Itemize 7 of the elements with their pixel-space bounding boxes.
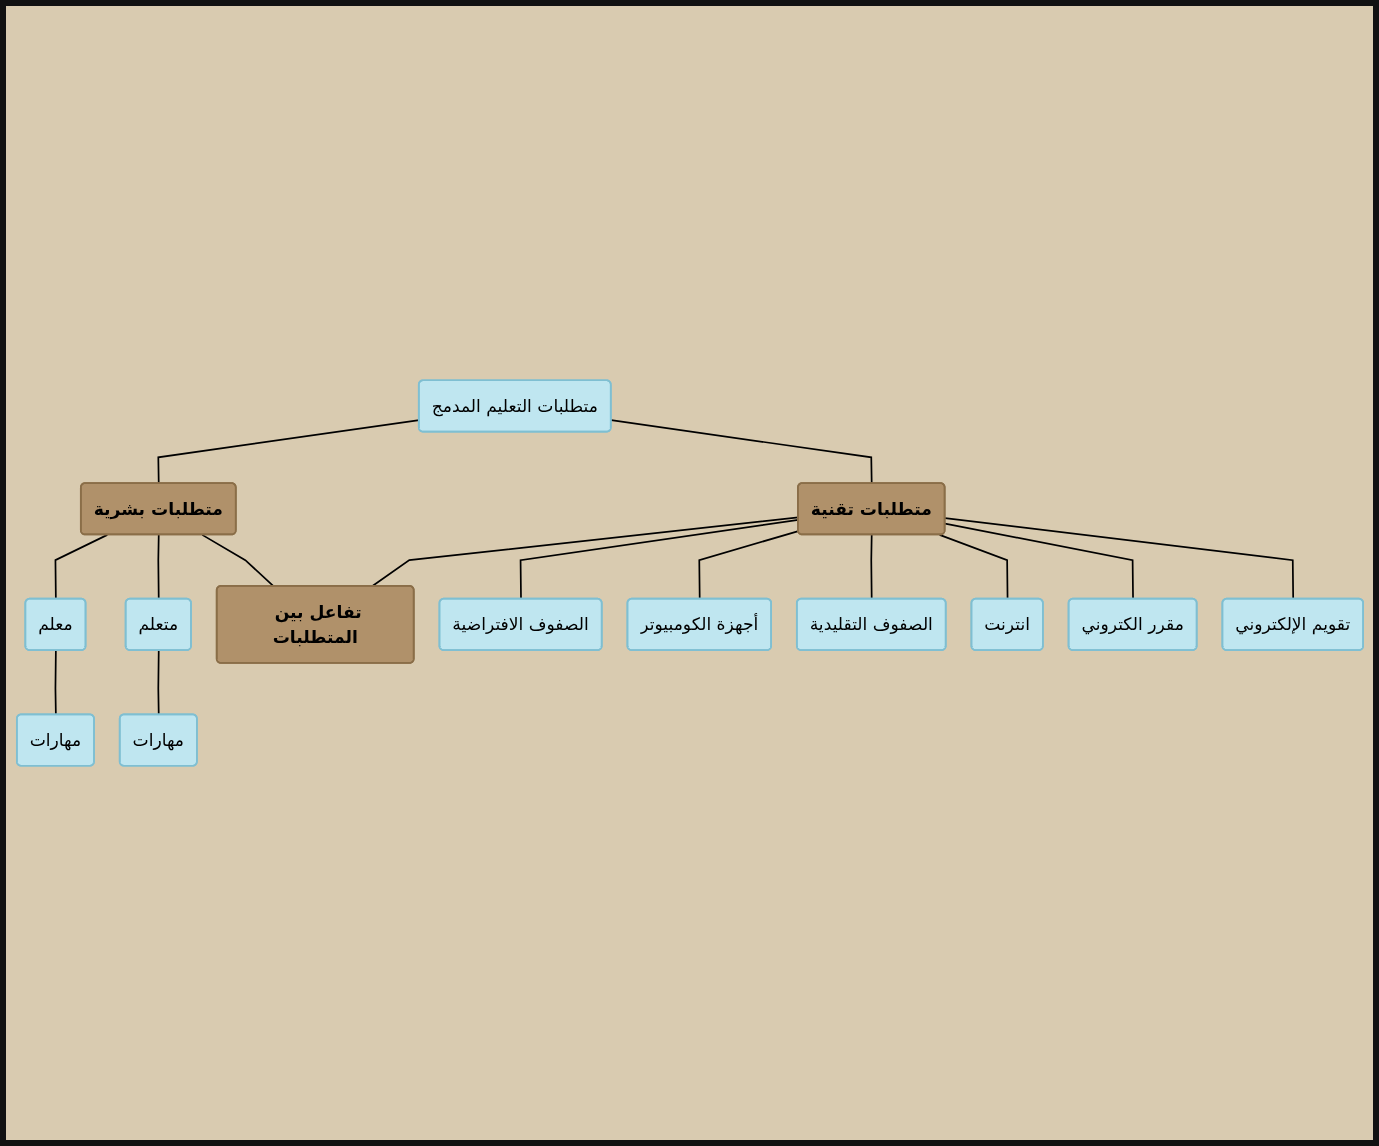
connector bbox=[519, 519, 799, 600]
connector bbox=[869, 534, 873, 600]
connector bbox=[156, 534, 160, 600]
connector bbox=[938, 534, 1008, 600]
connector bbox=[54, 649, 57, 716]
connector bbox=[697, 530, 799, 600]
connector bbox=[156, 649, 160, 716]
